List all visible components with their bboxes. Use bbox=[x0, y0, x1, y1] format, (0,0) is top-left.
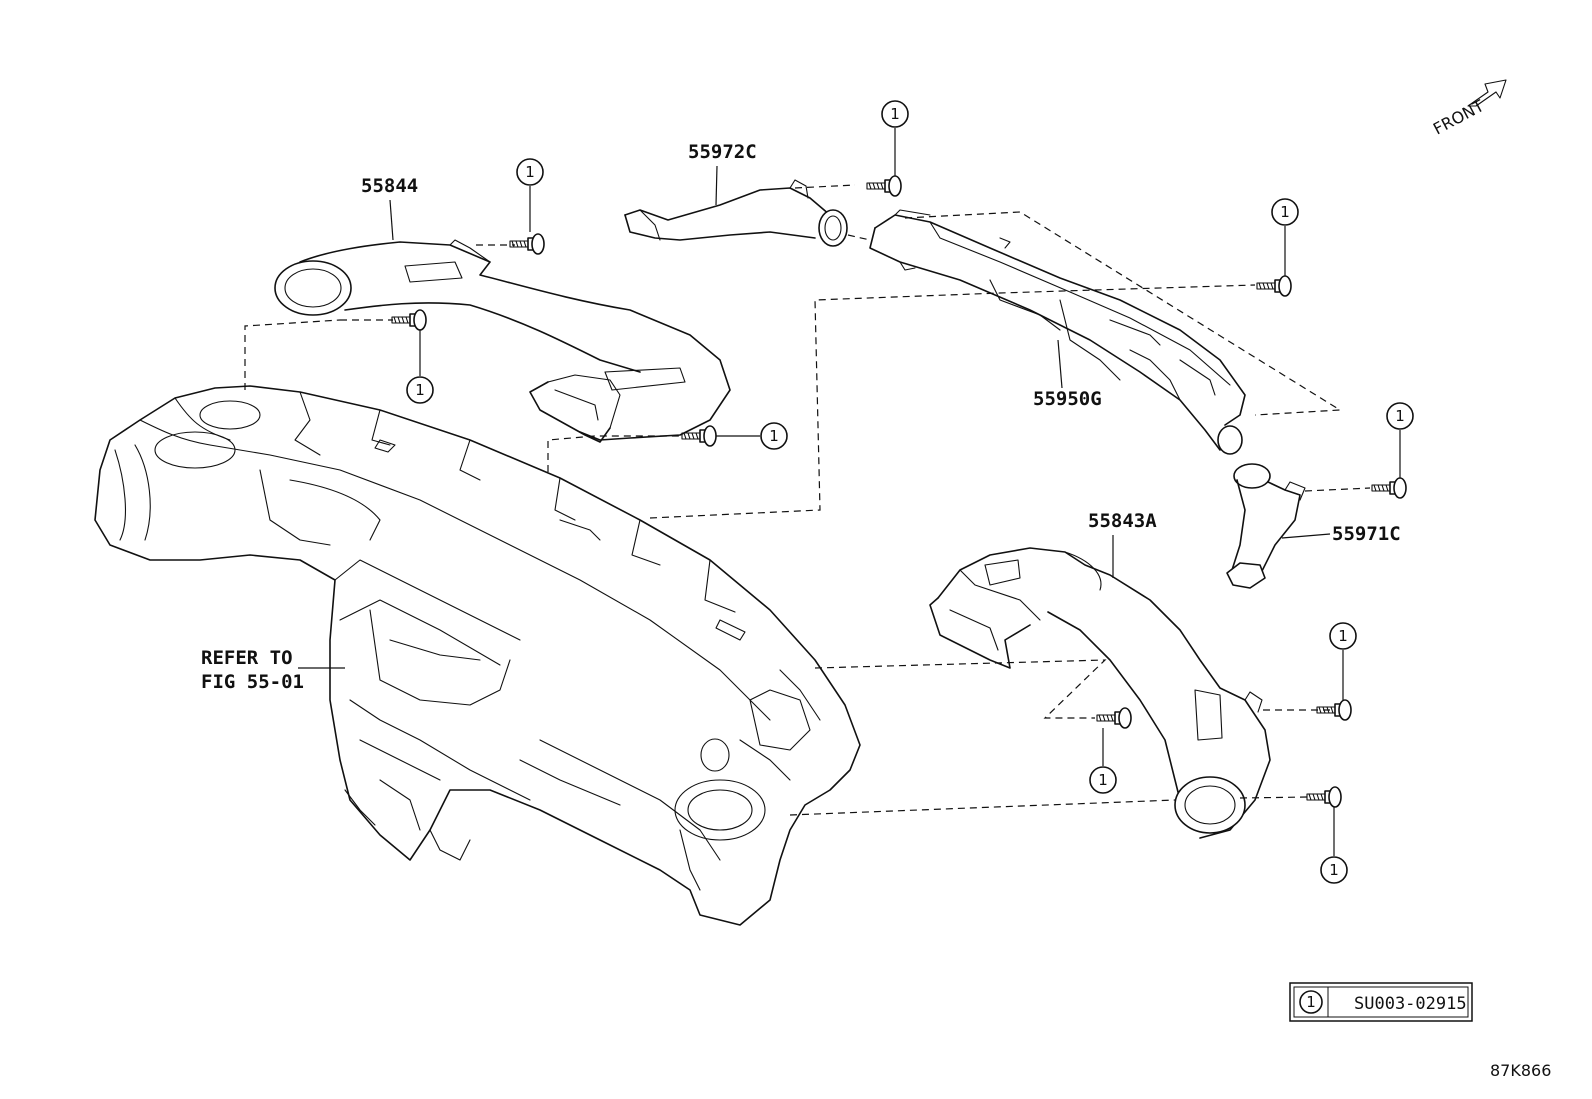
assembly-dashed-lines bbox=[244, 184, 1371, 816]
legend-symbol: 1 bbox=[1306, 993, 1316, 1011]
fastener-ref-5: 1 bbox=[1280, 203, 1290, 221]
part-label-55950G: 55950G bbox=[1033, 388, 1102, 410]
legend-part-number: SU003-02915 bbox=[1354, 994, 1467, 1014]
duct-55843A bbox=[929, 547, 1271, 839]
instrument-panel bbox=[94, 385, 861, 926]
duct-55950G bbox=[869, 209, 1246, 455]
fastener-ref-7: 1 bbox=[1098, 771, 1108, 789]
front-direction-arrow: FRONT bbox=[1430, 79, 1507, 139]
fastener-callouts: 1 1 1 1 1 1 1 1 1 bbox=[406, 100, 1414, 884]
fastener-ref-2: 1 bbox=[415, 381, 425, 399]
fastener-ref-1: 1 bbox=[525, 163, 535, 181]
fastener-ref-6: 1 bbox=[1395, 407, 1405, 425]
part-label-55972C: 55972C bbox=[688, 141, 757, 163]
duct-55971C bbox=[1226, 463, 1306, 589]
fastener-ref-9: 1 bbox=[1329, 861, 1339, 879]
refer-label-line1: REFER TO bbox=[201, 647, 293, 669]
fastener-ref-4: 1 bbox=[890, 105, 900, 123]
figure-code: 87K866 bbox=[1490, 1061, 1551, 1080]
fastener-ref-3: 1 bbox=[769, 427, 779, 445]
front-label: FRONT bbox=[1430, 96, 1487, 139]
duct-55972C bbox=[624, 179, 848, 247]
refer-label-line2: FIG 55-01 bbox=[201, 671, 304, 693]
fastener-legend: 1 SU003-02915 bbox=[1289, 982, 1473, 1022]
part-label-55844: 55844 bbox=[361, 175, 418, 197]
duct-55844 bbox=[274, 239, 731, 443]
part-label-55843A: 55843A bbox=[1088, 510, 1157, 532]
part-label-55971C: 55971C bbox=[1332, 523, 1401, 545]
fastener-ref-8: 1 bbox=[1338, 627, 1348, 645]
